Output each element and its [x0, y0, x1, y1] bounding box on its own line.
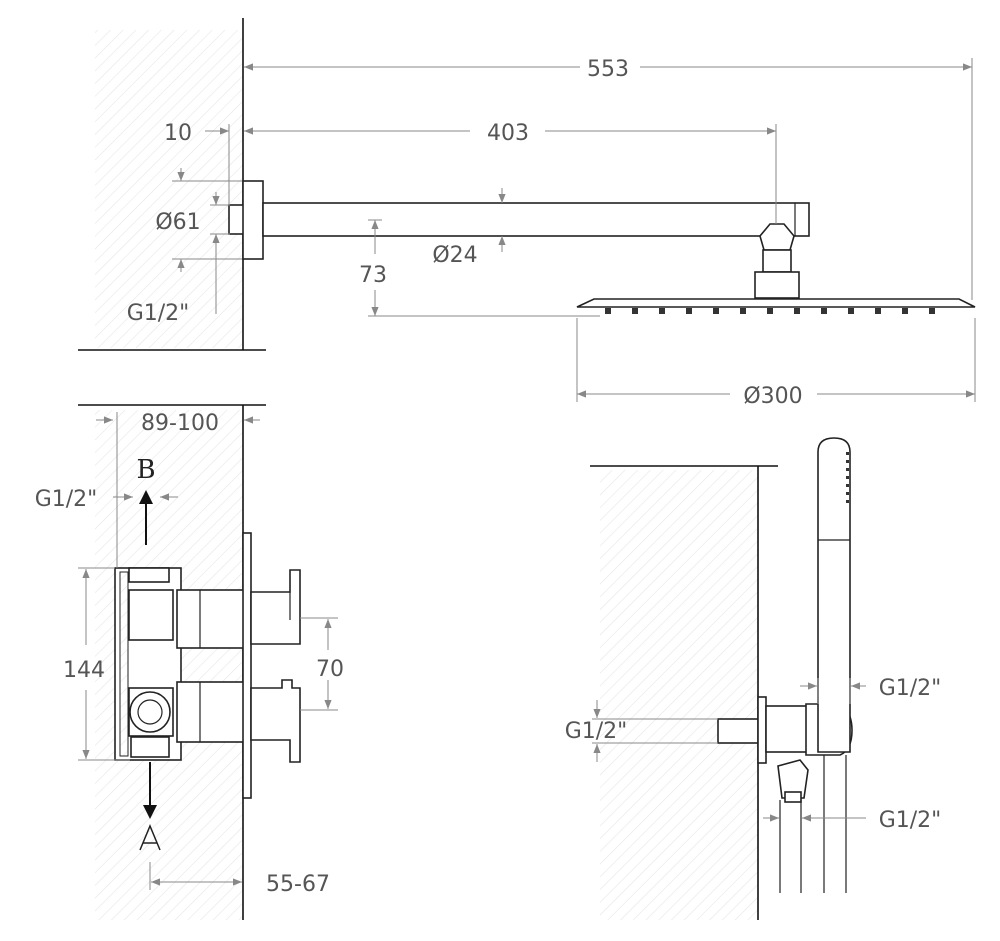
flow-arrow-out-head: [139, 490, 153, 504]
dim-head-diameter: Ø300: [743, 384, 802, 409]
head-connector: [754, 271, 800, 299]
label-inlet-port: [139, 824, 161, 851]
valve-inlet-port: [130, 736, 170, 758]
shower-arm: [262, 202, 810, 237]
shower-head-nozzles: [605, 308, 935, 314]
lower-handle: [250, 679, 301, 763]
hose-connector: [777, 759, 809, 799]
hand-shower-nozzles: [846, 452, 849, 503]
flow-arrow-in-head: [143, 805, 157, 819]
dim-trim-depth: 55-67: [266, 872, 330, 897]
valve-inner-block: [128, 589, 174, 641]
wall-hatch-top: [95, 30, 243, 348]
dim-wall-offset: 10: [164, 121, 192, 146]
dim-valve-height: 144: [63, 658, 105, 683]
dim-overall-length: 553: [587, 57, 629, 82]
elbow-flange: [757, 696, 767, 764]
wall-flange: [242, 180, 264, 260]
dim-arm-thread: G1/2": [127, 301, 190, 326]
hand-shower: [817, 437, 851, 753]
lower-spindle: [176, 681, 246, 743]
dim-valve-depth: 89-100: [141, 411, 219, 436]
wall-nipple: [228, 204, 245, 235]
dim-hose-thread-bottom: G1/2": [879, 808, 942, 833]
dim-elbow-thread: G1/2": [565, 719, 628, 744]
dim-head-drop: 73: [359, 263, 387, 288]
mixer-valve-view: 89-100 B G1/2" 144 70 A 55-67: [35, 404, 344, 920]
dim-flange-diameter: Ø61: [155, 210, 200, 235]
dim-handle-spacing: 70: [316, 657, 344, 682]
label-outlet-port: B: [136, 455, 155, 485]
dim-arm-length: 403: [487, 121, 529, 146]
wall-hatch-hand-shower: [600, 470, 758, 920]
upper-spindle: [176, 589, 246, 649]
dim-arm-diameter: Ø24: [432, 243, 477, 268]
shower-arm-view: 553 403 10 Ø61 G1/2" Ø24 73: [78, 18, 976, 409]
swivel-nut: [762, 249, 792, 273]
cover-plate: [242, 532, 252, 799]
elbow-nipple: [717, 718, 759, 744]
upper-handle: [250, 569, 301, 645]
dim-hose-thread-top: G1/2": [879, 676, 942, 701]
diverter-cartridge: [129, 691, 171, 733]
shower-head: [576, 298, 976, 308]
dim-outlet-thread: G1/2": [35, 487, 98, 512]
valve-outlet-port: [128, 567, 170, 583]
hand-shower-view: G1/2" G1/2" G1/2": [565, 437, 942, 920]
